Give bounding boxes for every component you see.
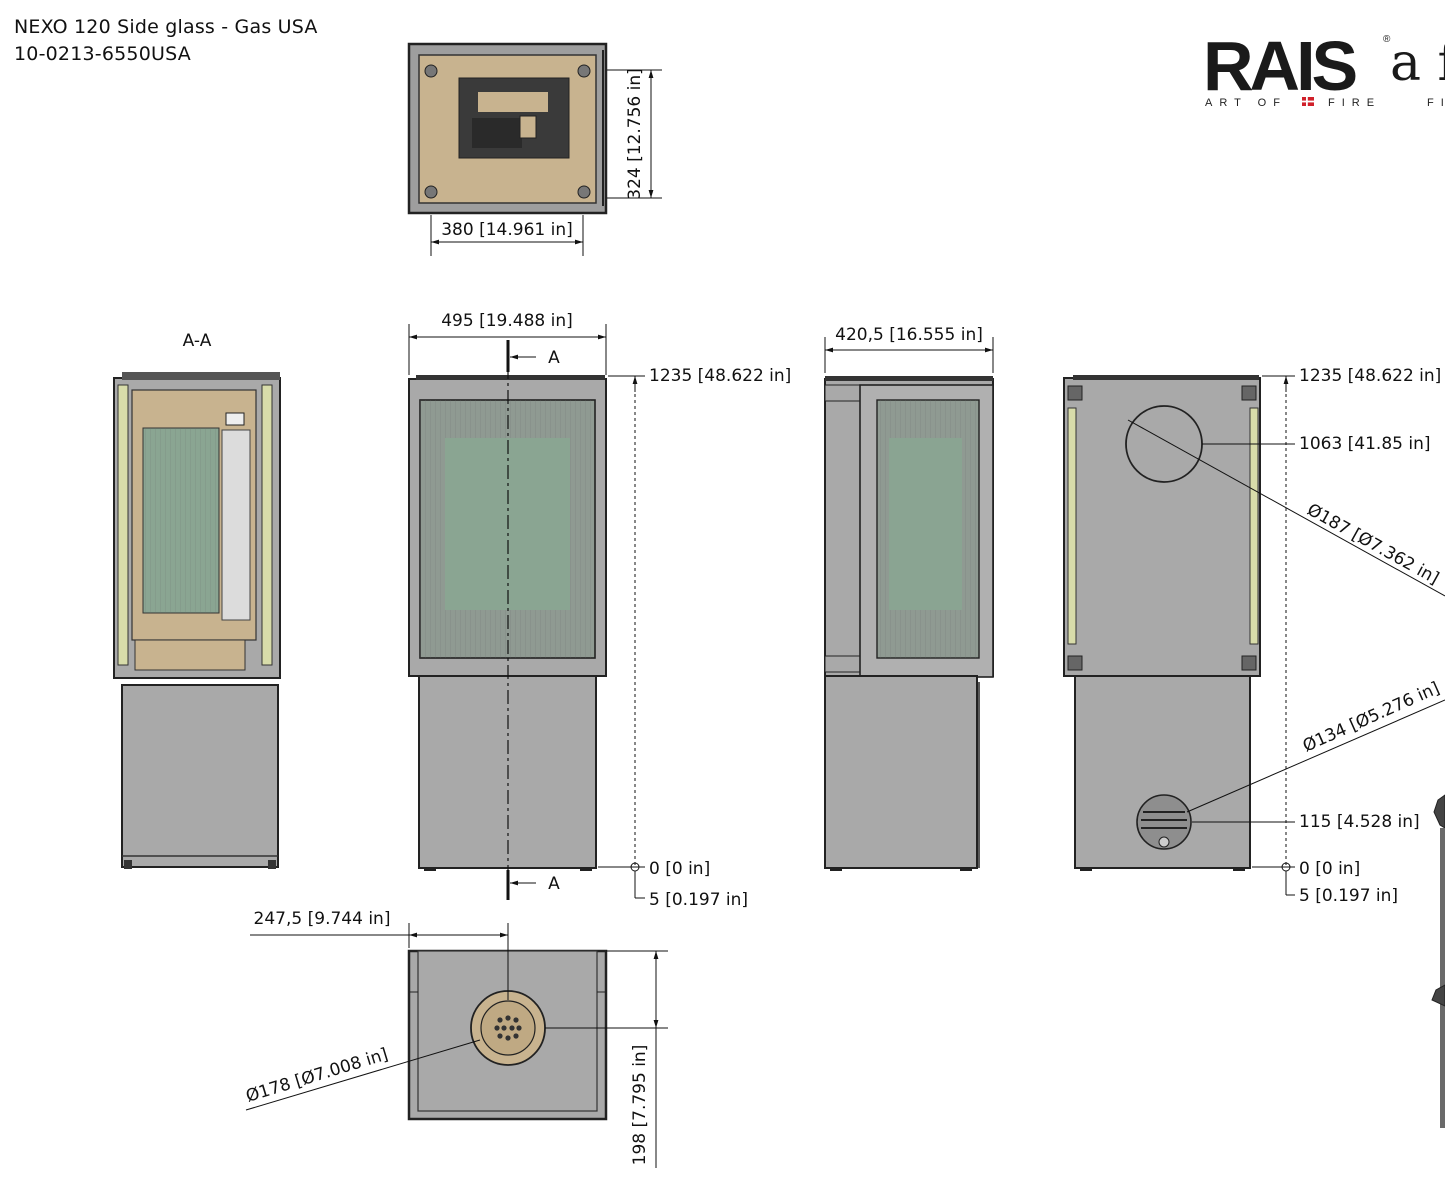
drawing-title: NEXO 120 Side glass - Gas USA — [14, 16, 318, 38]
dim-front-zero-label: 0 [0 in] — [649, 859, 710, 879]
dim-front-height-label: 1235 [48.622 in] — [649, 366, 791, 386]
dim-rear-feet-label: 5 [0.197 in] — [1299, 886, 1398, 906]
dim-rear-inlet-height-label: 115 [4.528 in] — [1299, 812, 1420, 832]
dim-front-width: 495 [19.488 in] — [408, 311, 607, 375]
rear-view — [1063, 375, 1261, 871]
dim-top-depth-label: 324 [12.756 in] — [625, 68, 645, 200]
dim-rear-height-label: 1235 [48.622 in] — [1299, 366, 1441, 386]
dim-bottom-depth-label: 198 [7.795 in] — [630, 1045, 650, 1166]
section-view-label: A-A — [183, 331, 212, 351]
logo-tagline-fragment: FI — [1427, 97, 1445, 109]
dim-bottom-flue-diameter-label: Ø178 [Ø7.008 in] — [244, 1045, 391, 1107]
flue-collar — [470, 990, 546, 1066]
dim-rear-zero-label: 0 [0 in] — [1299, 859, 1360, 879]
dim-rear-inlet-diameter-label: Ø134 [Ø5.276 in] — [1300, 678, 1443, 756]
logo-trail-text: a f — [1390, 33, 1445, 93]
side-view — [824, 376, 994, 871]
dim-bottom-offset: 247,5 [9.744 in] — [250, 909, 509, 1000]
dim-rear-heights: 1235 [48.622 in] 1063 [41.85 in] 115 [4.… — [1192, 366, 1441, 906]
dim-side-depth: 420,5 [16.555 in] — [824, 325, 994, 373]
registered-mark-icon: ® — [1383, 34, 1391, 45]
section-cut-label-bottom: A — [548, 874, 560, 894]
section-cut-label-top: A — [548, 348, 560, 368]
dim-bottom-depth: 198 [7.795 in] — [545, 950, 668, 1168]
logo-brand-text: RAIS — [1203, 27, 1356, 105]
dim-rear-outlet-height-label: 1063 [41.85 in] — [1299, 434, 1431, 454]
dim-front-width-label: 495 [19.488 in] — [441, 311, 573, 331]
dim-top-width-label: 380 [14.961 in] — [441, 220, 573, 240]
dim-front-feet-label: 5 [0.197 in] — [649, 890, 748, 910]
dim-rear-outlet-diameter-label: Ø187 [Ø7.362 in] — [1304, 500, 1443, 589]
dim-bottom-offset-label: 247,5 [9.744 in] — [254, 909, 391, 929]
logo-tagline-end: FIRE — [1328, 97, 1381, 109]
flue-outlet-circle — [1125, 405, 1203, 483]
brand-logo: RAIS ® a f ART OF FIRE FI — [1203, 27, 1445, 109]
air-inlet-grille — [1136, 794, 1192, 850]
logo-tagline: ART OF — [1205, 97, 1287, 109]
dim-top-depth: 324 [12.756 in] — [607, 68, 662, 200]
dim-top-width: 380 [14.961 in] — [430, 215, 584, 256]
dim-side-depth-label: 420,5 [16.555 in] — [835, 325, 983, 345]
partial-3d-view — [1431, 794, 1445, 1128]
dim-front-height: 1235 [48.622 in] 0 [0 in] 5 [0.197 in] — [598, 366, 791, 910]
drawing-code: 10-0213-6550USA — [14, 43, 191, 65]
section-view — [113, 372, 281, 869]
section-cut-line: A A — [506, 340, 560, 900]
danish-flag-icon — [1302, 97, 1314, 106]
top-view — [407, 42, 608, 215]
